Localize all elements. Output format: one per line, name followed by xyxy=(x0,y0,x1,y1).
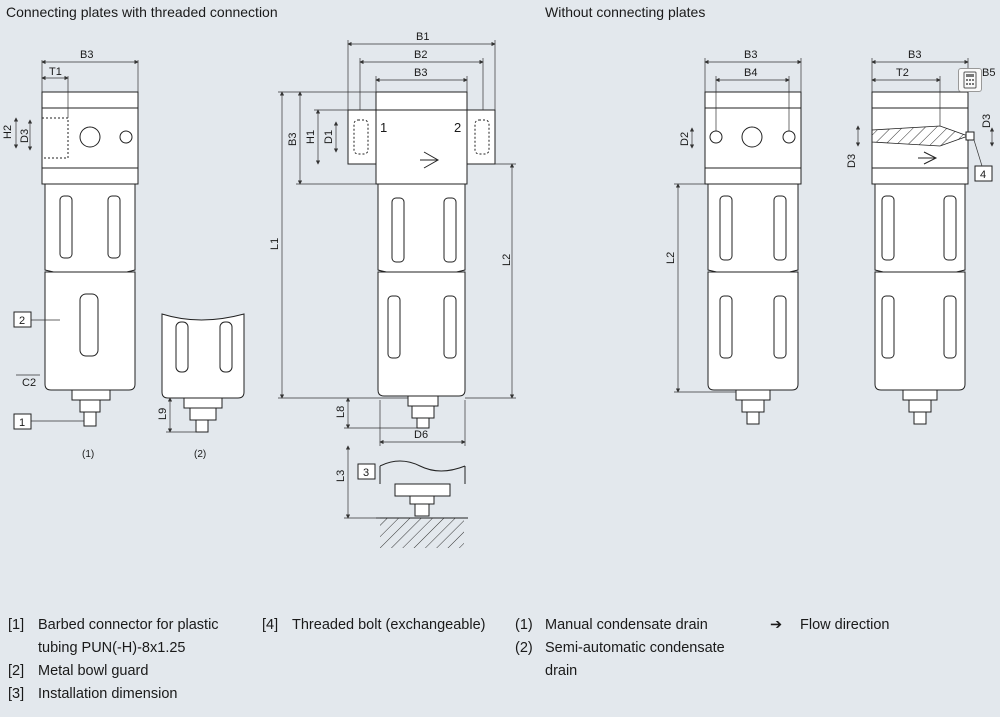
view-e-side-no-plates: B3 T2 B5 D3 D3 4 xyxy=(846,49,995,425)
legend-text: Flow direction xyxy=(800,617,890,633)
marker-1: 1 xyxy=(19,417,25,429)
view-a-head xyxy=(41,91,139,185)
dim-d1: D1 xyxy=(323,130,335,144)
dim-h2: H2 xyxy=(2,125,14,139)
calculator-icon[interactable] xyxy=(958,68,982,92)
legend-key: (2) xyxy=(515,640,533,656)
view-a-port xyxy=(79,126,101,148)
dim-l9: L9 xyxy=(157,408,169,420)
dim-b3-c: B3 xyxy=(414,67,427,79)
dim-b1: B1 xyxy=(416,31,429,43)
legend-text: Manual condensate drain xyxy=(545,617,708,633)
legend-key: (1) xyxy=(515,617,533,633)
port-2: 2 xyxy=(454,120,461,135)
dim-l1: L1 xyxy=(269,238,281,250)
dim-l8: L8 xyxy=(335,406,347,418)
view-a-side-filter: B3 T1 H2 D3 C2 2 1 (1) xyxy=(2,49,139,460)
legend-item: (1) Manual condensate drain xyxy=(515,614,730,637)
plate-left xyxy=(347,109,377,165)
legend-key: [3] xyxy=(8,686,25,702)
dim-t2: T2 xyxy=(896,67,909,79)
marker-3: 3 xyxy=(363,467,369,479)
view-b-drain-detail: L9 (2) xyxy=(157,313,245,460)
dim-d2: D2 xyxy=(679,132,691,146)
dim-d3-e: D3 xyxy=(846,154,858,168)
legend-col-2: [4] Threaded bolt (exchangeable) xyxy=(262,614,502,637)
legend-key: [4] xyxy=(262,617,279,633)
dim-b3-d: B3 xyxy=(744,49,757,61)
dim-l2-c: L2 xyxy=(501,254,513,266)
marker-2-box xyxy=(13,311,32,328)
plate-right xyxy=(466,109,496,165)
dim-b2: B2 xyxy=(414,49,427,61)
section-title-left: Connecting plates with threaded connecti… xyxy=(6,4,278,20)
dim-d3-e2: D3 xyxy=(981,114,993,128)
legend-text: Threaded bolt (exchangeable) xyxy=(292,617,486,633)
dim-b3-e: B3 xyxy=(908,49,921,61)
dim-b4: B4 xyxy=(744,67,757,79)
legend-text: Barbed connector for plastic tubing PUN(… xyxy=(38,617,219,656)
marker-4: 4 xyxy=(980,169,986,181)
dim-c2: C2 xyxy=(22,377,36,389)
legend-item: ➔ Flow direction xyxy=(770,614,985,637)
legend-col-4: ➔ Flow direction xyxy=(770,614,985,637)
dim-l3: L3 xyxy=(335,470,347,482)
view-c-front-filter: 1 2 B1 B2 B3 xyxy=(269,31,516,548)
legend-item: [4] Threaded bolt (exchangeable) xyxy=(262,614,502,637)
legend-key: [2] xyxy=(8,663,25,679)
port-1: 1 xyxy=(380,120,387,135)
legend-text: Installation dimension xyxy=(38,686,178,702)
legend-item: (2) Semi-automatic condensate drain xyxy=(515,637,730,683)
dim-t1: T1 xyxy=(49,66,62,78)
legend-col-1: [1] Barbed connector for plastic tubing P… xyxy=(8,614,223,706)
legend-text: Semi-automatic condensate drain xyxy=(545,640,725,679)
legend-item: [3] Installation dimension xyxy=(8,683,223,706)
marker-4-box xyxy=(974,165,993,182)
marker-1-box xyxy=(13,413,32,430)
legend-text: Metal bowl guard xyxy=(38,663,149,679)
section-title-right: Without connecting plates xyxy=(545,4,706,20)
dim-d6: D6 xyxy=(414,429,428,441)
dim-l2-d: L2 xyxy=(665,252,677,264)
variant-2-label: (2) xyxy=(194,449,206,460)
flow-direction-icon: ➔ xyxy=(770,617,783,633)
marker-2: 2 xyxy=(19,315,25,327)
legend-item: [1] Barbed connector for plastic tubing P… xyxy=(8,614,223,660)
dim-b5: B5 xyxy=(982,67,995,79)
dim-d3-a: D3 xyxy=(19,129,31,143)
mounting-surface-hatch xyxy=(380,518,464,548)
dim-b3-a: B3 xyxy=(80,49,93,61)
legend-col-3: (1) Manual condensate drain (2) Semi-autom… xyxy=(515,614,730,683)
variant-1-label: (1) xyxy=(82,449,94,460)
view-d-front-no-plates: B3 B4 D2 L2 xyxy=(665,49,802,425)
dim-b3-c-vert: B3 xyxy=(287,133,299,146)
legend-key: [1] xyxy=(8,617,25,633)
view-a-upper-bowl xyxy=(44,183,136,277)
marker-3-box xyxy=(357,463,376,480)
legend-item: [2] Metal bowl guard xyxy=(8,660,223,683)
dim-h1: H1 xyxy=(305,130,317,144)
